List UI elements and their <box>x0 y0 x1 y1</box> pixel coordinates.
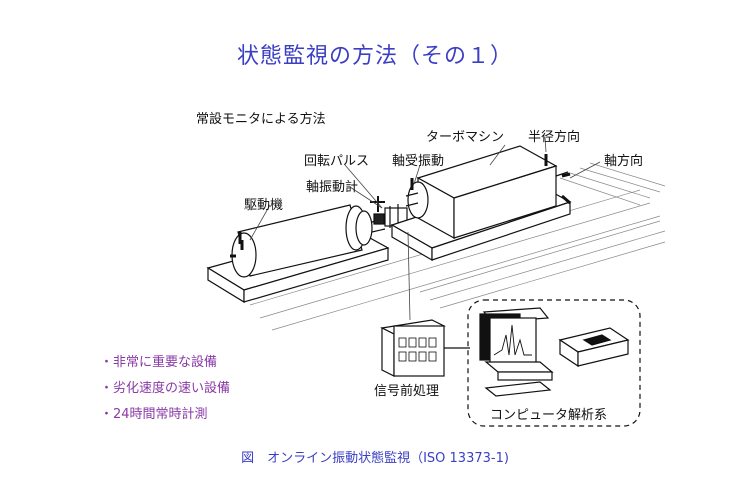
computer-group-border <box>467 299 641 427</box>
sensor-markers <box>230 154 571 258</box>
floor-hatch <box>249 162 666 331</box>
label-radial: 半径方向 <box>528 130 581 145</box>
label-rotation-pulse: 回転パルス <box>304 154 370 169</box>
turbine-box <box>405 145 569 240</box>
label-turbine: ターボマシン <box>426 130 505 145</box>
label-computer-analysis: コンピュータ解析系 <box>490 408 608 423</box>
label-shaft-vibrometer: 軸振動計 <box>306 180 359 195</box>
label-axial: 軸方向 <box>604 154 644 169</box>
bullet-item: ・24時間常時計測 <box>100 407 208 422</box>
label-signal-preprocess: 信号前処理 <box>374 384 440 399</box>
leader-lines <box>249 136 601 321</box>
bullet-item: ・劣化速度の速い設備 <box>100 381 231 396</box>
printer-device <box>558 327 630 368</box>
bullet-list: ・非常に重要な設備 ・劣化速度の速い設備 ・24時間常時計測 <box>100 350 230 428</box>
label-bearing-vibration: 軸受振動 <box>392 154 445 169</box>
computer-monitor <box>479 307 554 397</box>
bullet-item: ・非常に重要な設備 <box>100 355 218 370</box>
label-drive: 駆動機 <box>244 198 284 213</box>
page-title: 状態監視の方法（その１） <box>236 44 513 69</box>
label-permanent-monitor: 常設モニタによる方法 <box>196 112 326 127</box>
figure-caption: 図 オンライン振動状態監視（ISO 13373-1) <box>241 451 509 466</box>
signal-preprocessor <box>380 319 470 377</box>
